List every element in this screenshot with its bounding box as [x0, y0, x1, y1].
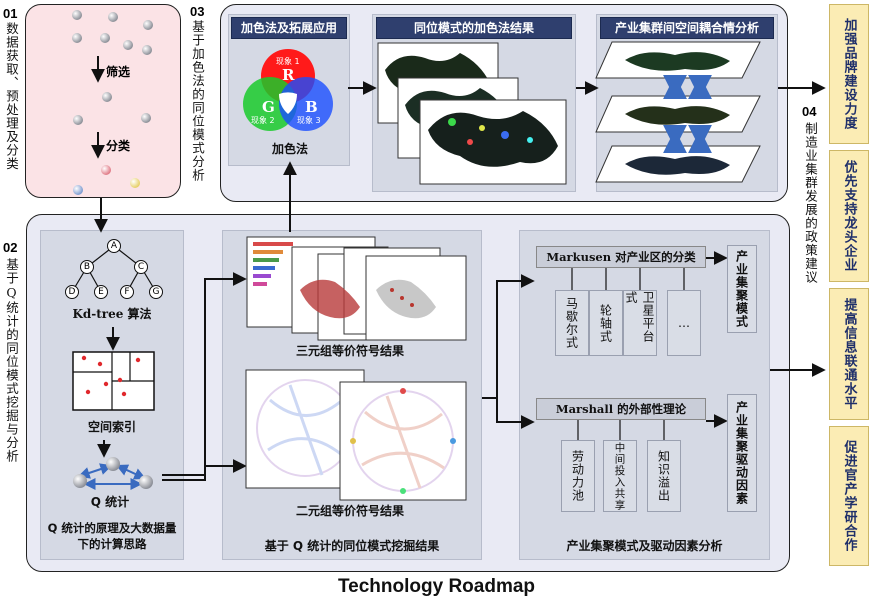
step-01-label: 数据获取、预处理及分类: [4, 22, 19, 171]
kdtree-node-f: F: [120, 285, 134, 299]
kdtree-node-g: G: [149, 285, 163, 299]
results-caption: 基于 Q 统计的同位模式挖掘结果: [264, 539, 440, 553]
kdtree-node-a: A: [107, 239, 121, 253]
coupling-maps: [595, 41, 761, 183]
phen3-label: 现象 3: [297, 116, 321, 125]
kdtree-node-e: E: [94, 285, 108, 299]
pair-result-chords: [245, 369, 467, 501]
step-03-num: 03: [190, 4, 205, 19]
step-04-label: 制造业集群发展的政策建议: [803, 122, 818, 284]
agglomeration-mode-label: 产业集聚模式: [727, 245, 757, 333]
triple-result-maps: [246, 236, 467, 341]
colocation-result-title: 同位模式的加色法结果: [376, 17, 572, 39]
q-stat-label: Q 统计: [90, 495, 130, 509]
markusen-title: Markusen 对产业区的分类: [536, 246, 706, 268]
phen1-label: 现象 1: [276, 57, 300, 66]
rgb-venn: [243, 49, 333, 131]
coupling-title: 产业集群间空间耦合情分析: [600, 17, 774, 39]
markusen-branches: [571, 268, 685, 290]
classified-dots: [73, 165, 140, 195]
pair-result-label: 二元组等价符号结果: [295, 504, 404, 518]
classify-label: 分类: [106, 139, 131, 153]
step-02-num: 02: [3, 240, 18, 255]
spatial-index-label: 空间索引: [87, 420, 136, 434]
raw-data-dots: [72, 10, 153, 55]
policy-leading-firms: 优先支持龙头企业: [829, 150, 869, 282]
marshall-title: Marshall 的外部性理论: [536, 398, 706, 420]
q-stat-spheres: [73, 457, 153, 490]
filter-label: 筛选: [106, 65, 131, 79]
kdtree-caption: Q 统计的原理及大数据量下的计算思路: [47, 521, 177, 551]
kdtree-node-b: B: [80, 260, 94, 274]
marshall-item-input: 中间投入共享: [603, 440, 637, 512]
marshall-item-labor: 劳动力池: [561, 440, 595, 512]
kdtree-node-c: C: [134, 260, 148, 274]
markusen-item-more: …: [667, 290, 701, 356]
step-03-label: 基于加色法的同位模式分析: [190, 20, 205, 182]
step-04-num: 04: [802, 104, 817, 119]
policy-information: 提高信息联通水平: [829, 288, 869, 420]
phen2-label: 现象 2: [251, 116, 275, 125]
policy-brand: 加强品牌建设力度: [829, 4, 869, 144]
rgb-g-label: G: [262, 98, 275, 116]
rgb-r-label: R: [282, 66, 295, 84]
markusen-item-satellite: 卫星平台式: [623, 290, 657, 356]
marshall-item-knowledge: 知识溢出: [647, 440, 681, 512]
driving-factors-label: 产业集聚驱动因素: [727, 394, 757, 512]
triple-result-label: 三元组等价符号结果: [295, 344, 404, 358]
policy-cooperation: 促进官产学研合作: [829, 426, 869, 566]
color-add-title: 加色法及拓展应用: [231, 17, 347, 39]
colocation-result-maps: [377, 42, 567, 185]
kdtree-title: Kd-tree 算法: [72, 307, 152, 321]
step-02-label: 基于Q统计的同位模式挖掘与分析: [4, 258, 19, 463]
spatial-index-grid: [72, 351, 155, 411]
marshall-branches: [577, 417, 665, 440]
footer-title: Technology Roadmap: [337, 576, 536, 597]
filtered-dots: [73, 92, 151, 125]
step-01-num: 01: [3, 6, 18, 21]
color-add-label: 加色法: [271, 142, 308, 156]
kdtree-node-d: D: [65, 285, 79, 299]
analysis-caption: 产业集聚模式及驱动因素分析: [566, 539, 723, 553]
rgb-b-label: B: [305, 98, 318, 116]
markusen-item-hub: 轮轴式: [589, 290, 623, 356]
markusen-item-marshall: 马歇尔式: [555, 290, 589, 356]
